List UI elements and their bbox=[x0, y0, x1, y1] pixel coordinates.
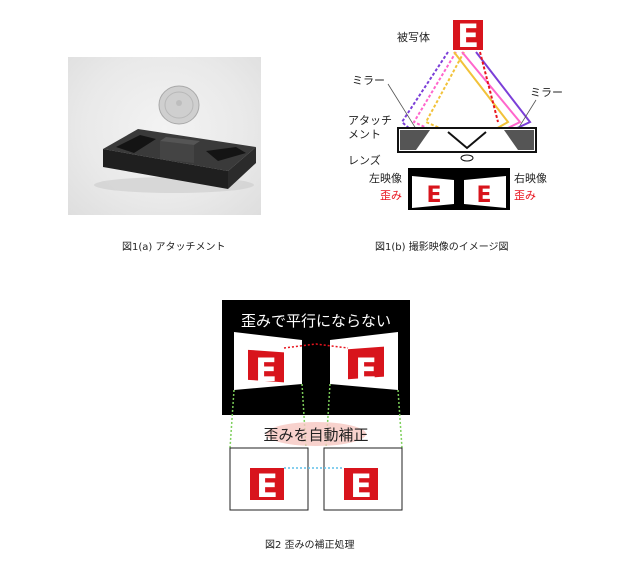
mirror-left-leader bbox=[387, 83, 419, 133]
mirror-left-label: ミラー bbox=[352, 74, 385, 87]
distorted-label: 歪みで平行にならない bbox=[241, 312, 391, 330]
attachment-side-face bbox=[228, 147, 256, 189]
mirror-right-leader bbox=[515, 99, 537, 133]
subject-label: 被写体 bbox=[397, 30, 430, 44]
right-image-frame bbox=[464, 176, 506, 208]
right-image-label: 右映像 bbox=[514, 171, 547, 185]
attachment-photo-illustration bbox=[94, 85, 256, 193]
inner-mirrors bbox=[447, 131, 487, 150]
attachment-box bbox=[397, 127, 537, 153]
figure-2-caption: 図2 歪みの補正処理 bbox=[265, 540, 355, 551]
correction-banner-glow bbox=[266, 422, 366, 446]
ray-red-dotted bbox=[479, 51, 499, 123]
attachment-label-line2: メント bbox=[348, 128, 381, 141]
corrected-right-letter: E bbox=[350, 467, 372, 505]
coin-center bbox=[176, 100, 182, 106]
corrected-left-letter: E bbox=[256, 467, 278, 505]
distortion-left-label: 歪み bbox=[380, 189, 402, 202]
attachment-label-line1: アタッチ bbox=[348, 114, 392, 127]
figure-2-diagram: 歪みで平行にならない E E 歪みを自動補正 平行 E E bbox=[222, 300, 410, 511]
corrected-right-box bbox=[344, 468, 378, 500]
right-image-letter: E bbox=[476, 183, 491, 208]
figure-1b-diagram: E 被写体 ミラー ミラー アタッチ メント レンズ 左映像 歪み 右映像 歪み… bbox=[348, 17, 563, 210]
left-image-frame bbox=[412, 176, 454, 208]
left-image-letter: E bbox=[426, 183, 441, 208]
attachment-right-cavity bbox=[206, 147, 246, 161]
attachment-left-cavity bbox=[116, 135, 156, 153]
ray-purple-left-dotted bbox=[400, 51, 449, 139]
svg-text:E: E bbox=[457, 17, 479, 55]
distortion-right-label: 歪み bbox=[514, 189, 536, 202]
attachment-center-top bbox=[160, 137, 200, 145]
figure-1a-caption: 図1(a) アタッチメント bbox=[122, 242, 226, 253]
ray-yellow-left-dotted bbox=[424, 51, 465, 139]
attachment-center-block bbox=[160, 141, 194, 163]
outer-mirror-left bbox=[400, 130, 430, 150]
distorted-right-box bbox=[348, 346, 384, 380]
captured-image-panel: E E bbox=[408, 168, 510, 210]
coin-inner-ring bbox=[164, 91, 194, 119]
lens-label: レンズ bbox=[348, 153, 381, 167]
correction-label: 歪みを自動補正 bbox=[263, 426, 368, 444]
distorted-left-letter: E bbox=[255, 351, 277, 389]
light-rays bbox=[400, 51, 532, 139]
distorted-left-box bbox=[248, 349, 284, 383]
corrected-left-box bbox=[250, 468, 284, 500]
distorted-right-letter: E bbox=[355, 351, 377, 389]
ray-pink-right bbox=[461, 51, 522, 139]
outer-mirror-right bbox=[504, 130, 534, 150]
lens-icon bbox=[460, 154, 474, 162]
left-image-label: 左映像 bbox=[369, 172, 402, 185]
subject-letter-icon: E bbox=[453, 17, 483, 55]
mirror-right-label: ミラー bbox=[530, 86, 563, 99]
figure-1b-caption: 図1(b) 撮影映像のイメージ図 bbox=[375, 242, 509, 253]
distorted-red-dotted-line bbox=[283, 343, 349, 349]
attachment-front-face bbox=[103, 149, 228, 189]
ray-yellow-right bbox=[453, 51, 510, 139]
attachment-photo bbox=[68, 57, 261, 215]
